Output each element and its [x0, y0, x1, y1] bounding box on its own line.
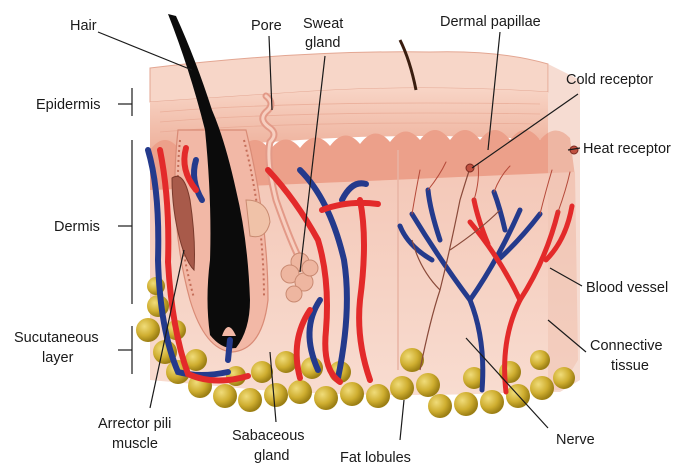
label-hair: Hair	[70, 18, 97, 34]
label-connective-tissue-line2: tissue	[611, 358, 649, 374]
label-sweat-gland-line2: gland	[305, 35, 340, 51]
label-arrector-pili-line2: muscle	[112, 436, 158, 452]
label-fat-lobules: Fat lobules	[340, 450, 411, 466]
label-arrector-pili-line1: Arrector pili	[98, 416, 171, 432]
label-connective-tissue-line1: Connective	[590, 338, 663, 354]
label-subcutaneous-line1: Sucutaneous	[14, 330, 99, 346]
label-nerve: Nerve	[556, 432, 595, 448]
label-epidermis: Epidermis	[36, 97, 100, 113]
label-subcutaneous-line2: layer	[42, 350, 74, 366]
label-blood-vessel: Blood vessel	[586, 280, 668, 296]
label-dermis: Dermis	[54, 219, 100, 235]
label-heat-receptor: Heat receptor	[583, 141, 671, 157]
label-sabaceous-gland-line1: Sabaceous	[232, 428, 305, 444]
label-dermal-papillae: Dermal papillae	[440, 14, 541, 30]
label-sabaceous-gland-line2: gland	[254, 448, 289, 464]
label-cold-receptor: Cold receptor	[566, 72, 653, 88]
label-pore: Pore	[251, 18, 282, 34]
label-sweat-gland-line1: Sweat	[303, 16, 343, 32]
